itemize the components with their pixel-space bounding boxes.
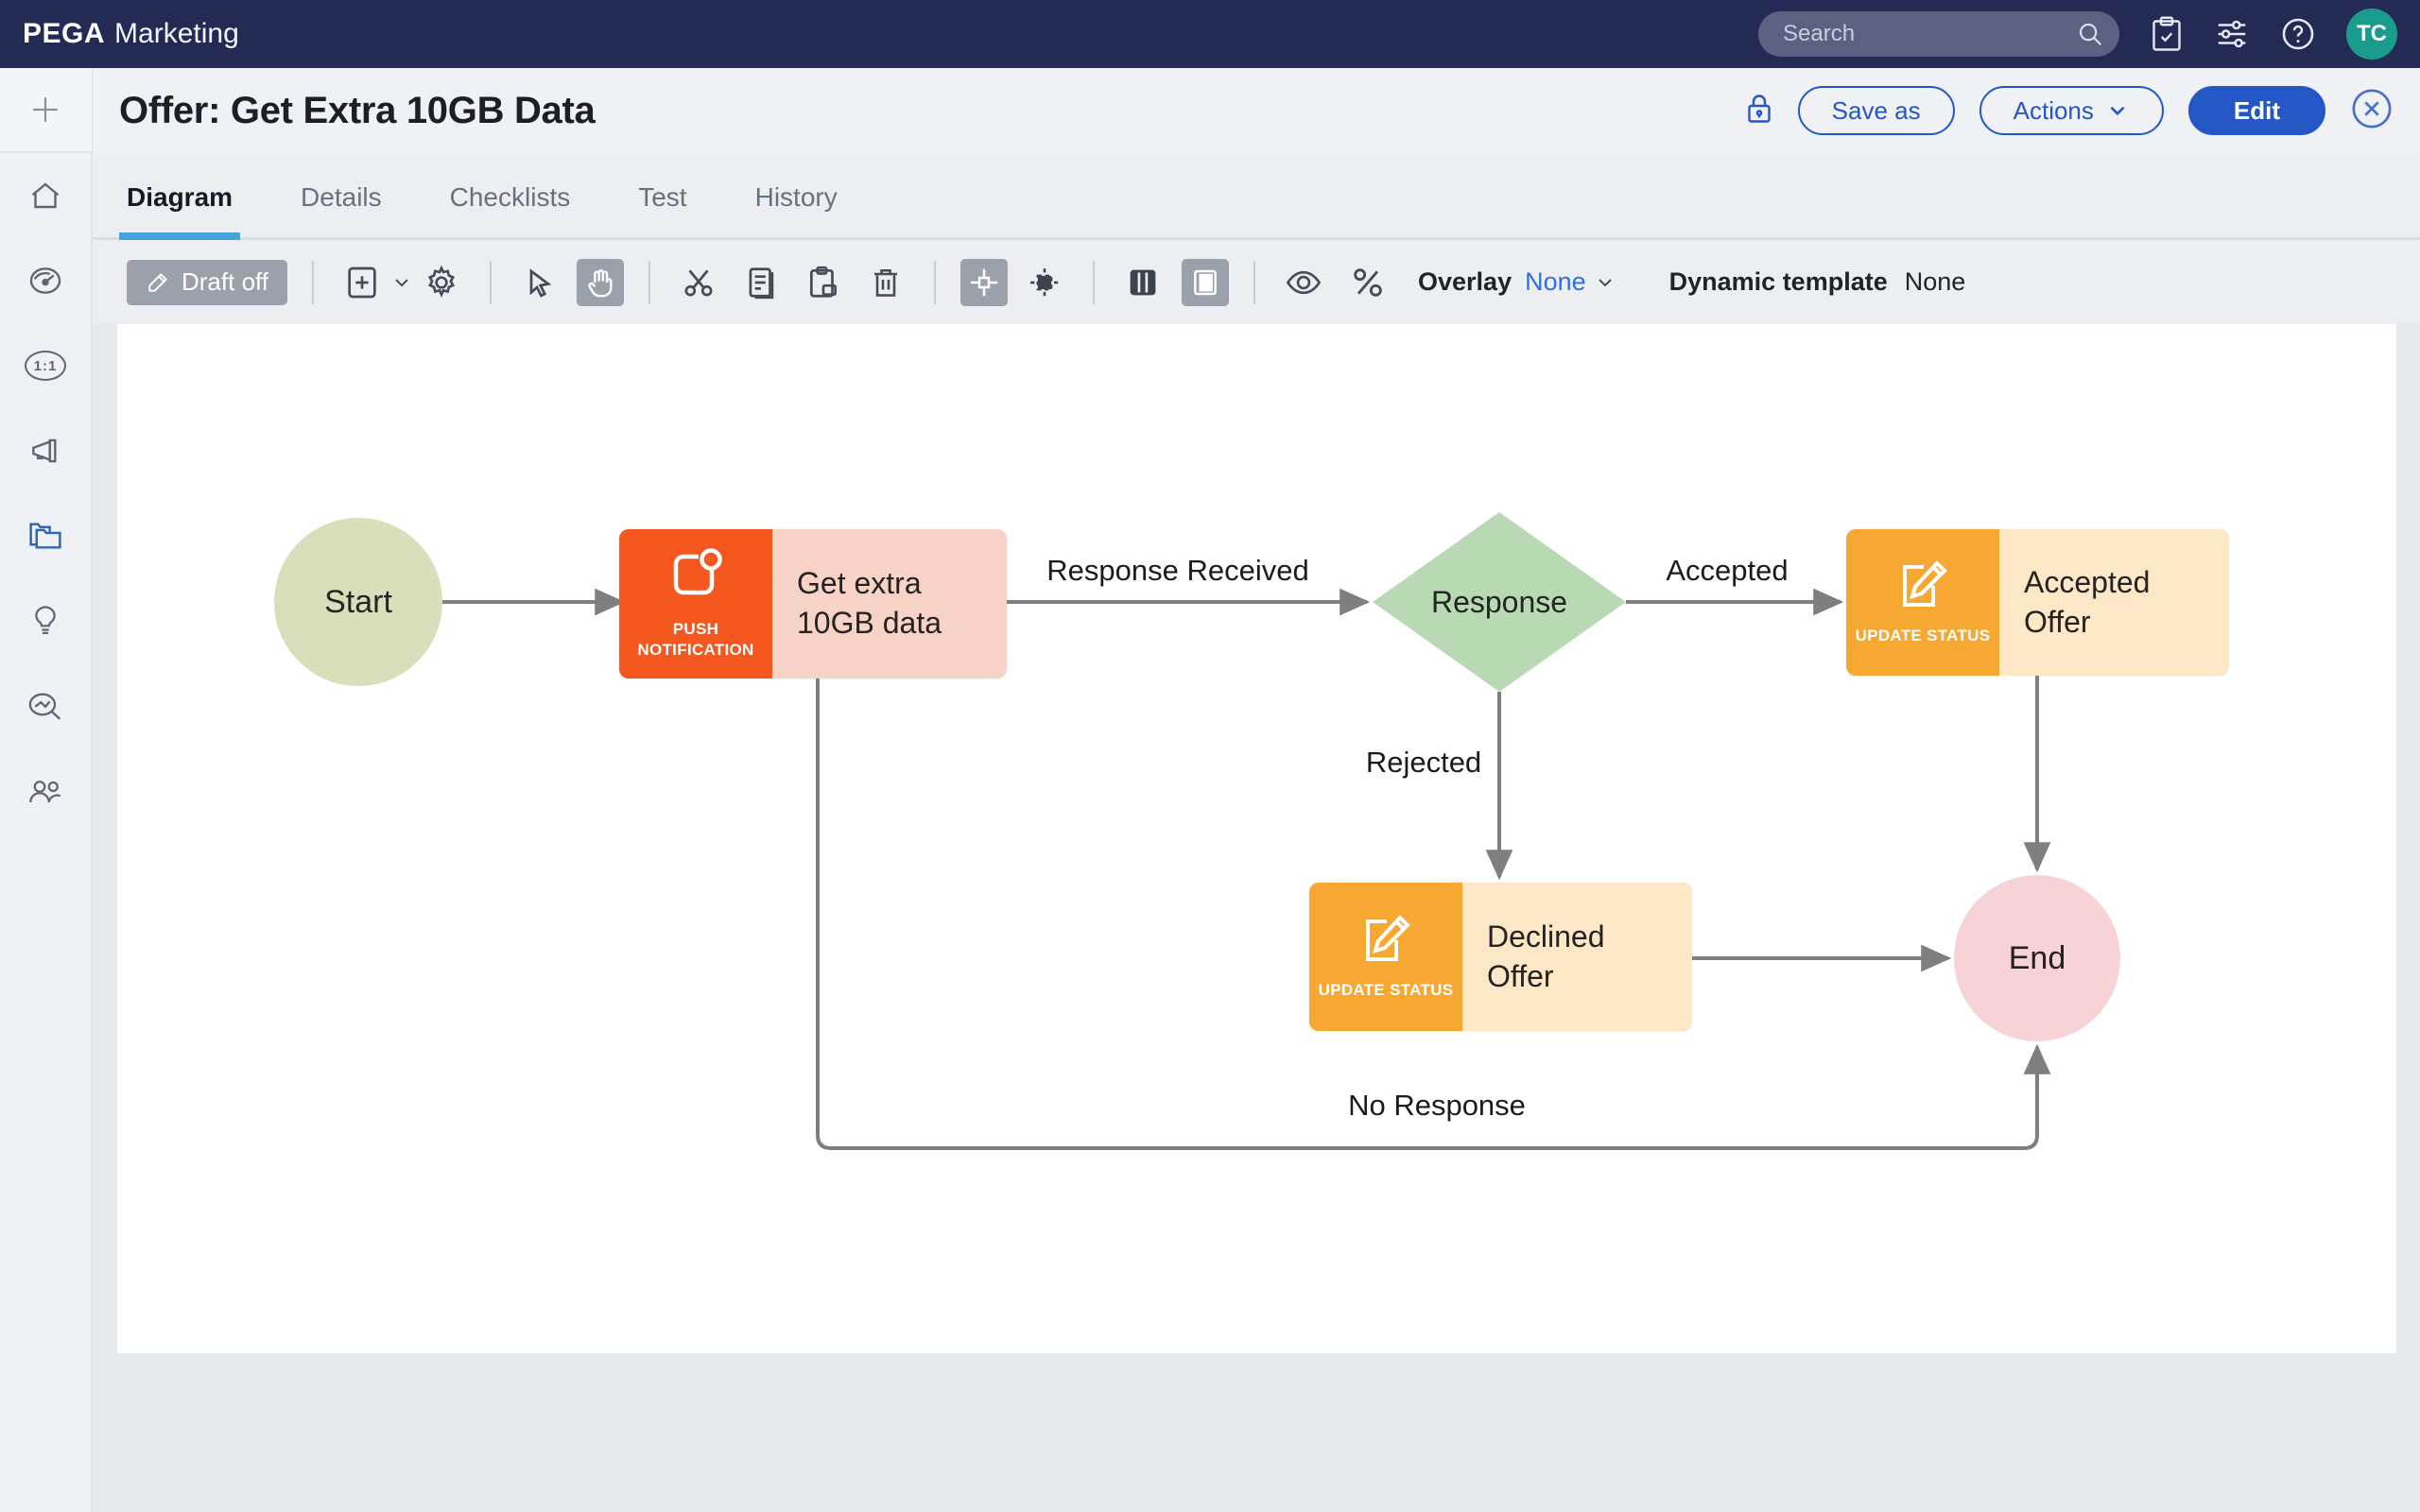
- gauge-icon[interactable]: [0, 238, 92, 323]
- hand-icon[interactable]: [577, 258, 625, 306]
- tab-test[interactable]: Test: [638, 182, 687, 212]
- page-title: Offer: Get Extra 10GB Data: [119, 89, 596, 131]
- search-icon[interactable]: [2076, 20, 2104, 53]
- pega-logo: PEGA: [23, 18, 106, 49]
- cursor-icon[interactable]: [516, 259, 563, 306]
- overlay-dropdown[interactable]: None: [1525, 267, 1616, 297]
- push-notification-badge: PUSH NOTIFICATION: [619, 529, 772, 679]
- draft-toggle-button[interactable]: Draft off: [127, 259, 288, 305]
- mobile-notification-icon: [673, 548, 722, 595]
- table-rows-icon[interactable]: [1182, 258, 1230, 306]
- folders-icon[interactable]: [0, 493, 92, 578]
- separator: [312, 260, 315, 304]
- edge-label-accepted: Accepted: [1666, 554, 1789, 587]
- chevron-down-icon: [2110, 106, 2125, 116]
- megaphone-icon[interactable]: [0, 408, 92, 493]
- copy-icon[interactable]: [737, 259, 785, 306]
- tab-checklists[interactable]: Checklists: [449, 182, 571, 212]
- snap-grid-icon[interactable]: [960, 258, 1009, 306]
- separator: [648, 260, 651, 304]
- start-node[interactable]: Start: [274, 518, 442, 686]
- eye-icon[interactable]: [1280, 259, 1327, 306]
- chevron-down-icon: [1598, 278, 1612, 286]
- update-status-badge: UPDATE STATUS: [1846, 529, 1999, 676]
- page-header: Offer: Get Extra 10GB Data Save as Actio…: [93, 68, 2420, 153]
- diagram-toolbar: Draft off: [93, 240, 2420, 324]
- one-to-one-icon[interactable]: 1:1: [0, 323, 92, 408]
- lightbulb-icon[interactable]: [0, 578, 92, 663]
- end-node[interactable]: End: [1954, 875, 2120, 1041]
- plus-icon[interactable]: [0, 68, 92, 153]
- help-icon[interactable]: [2280, 16, 2316, 52]
- edit-square-icon: [1903, 560, 1947, 608]
- chart-search-icon[interactable]: [0, 663, 92, 748]
- trash-icon[interactable]: [862, 259, 909, 306]
- lock-icon[interactable]: [1745, 92, 1773, 130]
- add-shape-icon[interactable]: [338, 259, 386, 306]
- edge-label-rejected: Rejected: [1365, 746, 1482, 779]
- flow-connectors: [442, 588, 2051, 1150]
- sidebar: 1:1: [0, 68, 93, 1512]
- declined-offer-node[interactable]: UPDATE STATUS Declined Offer: [1309, 883, 1692, 1031]
- tabbar: Diagram Details Checklists Test History: [93, 153, 2420, 240]
- update-status-badge: UPDATE STATUS: [1309, 883, 1462, 1031]
- paste-icon[interactable]: [800, 259, 847, 306]
- dynamic-template-label: Dynamic template: [1668, 267, 1888, 296]
- marquee-icon[interactable]: [1021, 259, 1068, 306]
- diagram-canvas[interactable]: Response Received Accepted Rejected No R…: [117, 324, 2396, 1353]
- search-box: [1758, 11, 2119, 57]
- separator: [1253, 260, 1256, 304]
- dynamic-template-value[interactable]: None: [1904, 267, 1966, 296]
- tab-diagram[interactable]: Diagram: [119, 182, 241, 240]
- overlay-label: Overlay: [1418, 267, 1512, 296]
- separator: [934, 260, 937, 304]
- search-input[interactable]: [1758, 11, 2119, 57]
- chevron-down-icon[interactable]: [386, 259, 418, 306]
- save-as-button[interactable]: Save as: [1797, 86, 1955, 135]
- edit-square-icon: [1366, 915, 1410, 962]
- tab-details[interactable]: Details: [301, 182, 382, 212]
- percent-icon[interactable]: [1344, 259, 1392, 306]
- edit-button[interactable]: Edit: [2187, 86, 2325, 135]
- actions-button[interactable]: Actions: [1979, 86, 2164, 135]
- sliders-icon[interactable]: [2214, 16, 2250, 52]
- cut-icon[interactable]: [675, 259, 722, 306]
- topbar: PEGA Marketing: [0, 0, 2420, 68]
- edge-label-response-received: Response Received: [1046, 554, 1309, 587]
- pencil-icon: [148, 272, 168, 292]
- close-icon[interactable]: [2350, 87, 2394, 135]
- app-name: Marketing: [114, 18, 239, 49]
- avatar[interactable]: TC: [2346, 9, 2397, 60]
- home-icon[interactable]: [0, 153, 92, 238]
- push-notification-node[interactable]: PUSH NOTIFICATION Get extra 10GB data: [619, 529, 1007, 679]
- gear-icon[interactable]: [418, 259, 465, 306]
- edge-label-no-response: No Response: [1348, 1089, 1526, 1122]
- tab-history[interactable]: History: [754, 182, 838, 212]
- separator: [1093, 260, 1096, 304]
- separator: [490, 260, 493, 304]
- table-columns-icon[interactable]: [1119, 259, 1167, 306]
- accepted-offer-node[interactable]: UPDATE STATUS Accepted Offer: [1846, 529, 2229, 676]
- clipboard-check-icon[interactable]: [2150, 15, 2184, 53]
- people-icon[interactable]: [0, 748, 92, 833]
